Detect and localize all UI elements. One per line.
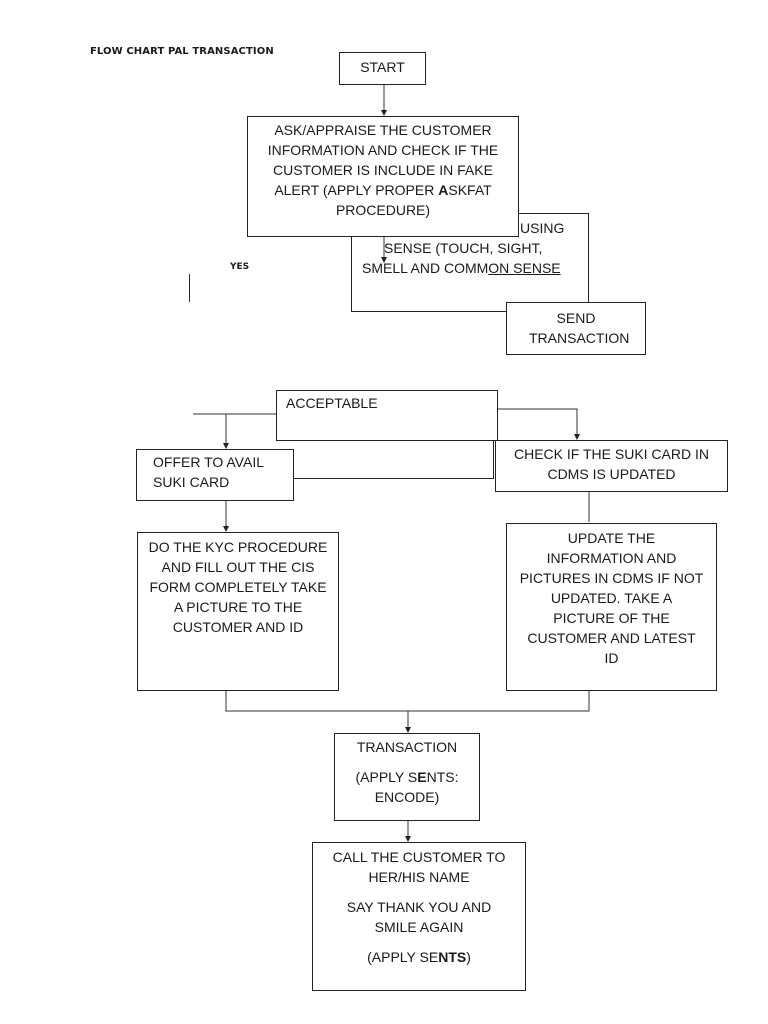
acceptable-box: ACCEPTABLE [276,390,498,441]
kyc-box: DO THE KYC PROCEDURE AND FILL OUT THE CI… [137,532,339,691]
sense-line-3: SMELL AND COMMON SENSE [362,260,561,276]
call-line-2: SAY THANK YOU AND SMILE AGAIN [346,899,492,935]
ask-line-1: ASK/APPRAISE THE CUSTOMER [274,122,492,138]
offer-connector-bottom [276,478,494,479]
merge-line [225,691,590,712]
ask-line-4: ALERT (APPLY PROPER ASKFAT [274,182,492,198]
offer-box: OFFER TO AVAIL SUKI CARD [136,449,294,501]
ask-line-2: INFORMATION AND CHECK IF THE [267,142,499,158]
update-label: UPDATE THE INFORMATION AND PICTURES IN C… [519,530,704,666]
sense-line-2: SENSE (TOUCH, SIGHT, [384,240,543,256]
call-box: CALL THE CUSTOMER TO HER/HIS NAME SAY TH… [312,842,526,991]
transaction-line-3: ENCODE) [374,789,440,805]
transaction-line-2: (APPLY SENTS: [355,769,459,785]
transaction-box: TRANSACTION (APPLY SENTS: ENCODE) [334,733,480,821]
ask-box: ASK/APPRAISE THE CUSTOMER INFORMATION AN… [247,116,519,237]
chart-title: FLOW CHART PAL TRANSACTION [90,46,274,57]
start-label: START [360,59,405,75]
check-label: CHECK IF THE SUKI CARD IN CDMS IS UPDATE… [514,446,709,482]
sense-text: USING SENSE (TOUCH, SIGHT, SMELL AND COM… [362,218,588,278]
start-box: START [339,52,426,85]
arrow-to-check [498,408,580,440]
yes-stub-line [189,274,190,302]
yes-label: YES [230,262,250,272]
check-box: CHECK IF THE SUKI CARD IN CDMS IS UPDATE… [495,440,728,492]
sense-line-1: USING [520,220,565,236]
offer-label: OFFER TO AVAIL SUKI CARD [153,454,264,490]
ask-line-3: CUSTOMER IS INCLUDE IN FAKE [273,162,493,178]
call-line-1: CALL THE CUSTOMER TO HER/HIS NAME [332,849,506,885]
update-box: UPDATE THE INFORMATION AND PICTURES IN C… [506,523,717,691]
ask-line-5: PROCEDURE) [335,202,431,218]
kyc-label: DO THE KYC PROCEDURE AND FILL OUT THE CI… [148,539,328,635]
send-label: SEND TRANSACTION [529,310,630,346]
transaction-line-1: TRANSACTION [356,739,458,755]
offer-connector-right [493,440,494,478]
acceptable-label: ACCEPTABLE [286,395,378,411]
send-box: SEND TRANSACTION [506,302,646,355]
call-line-3: (APPLY SENTS) [367,949,471,965]
